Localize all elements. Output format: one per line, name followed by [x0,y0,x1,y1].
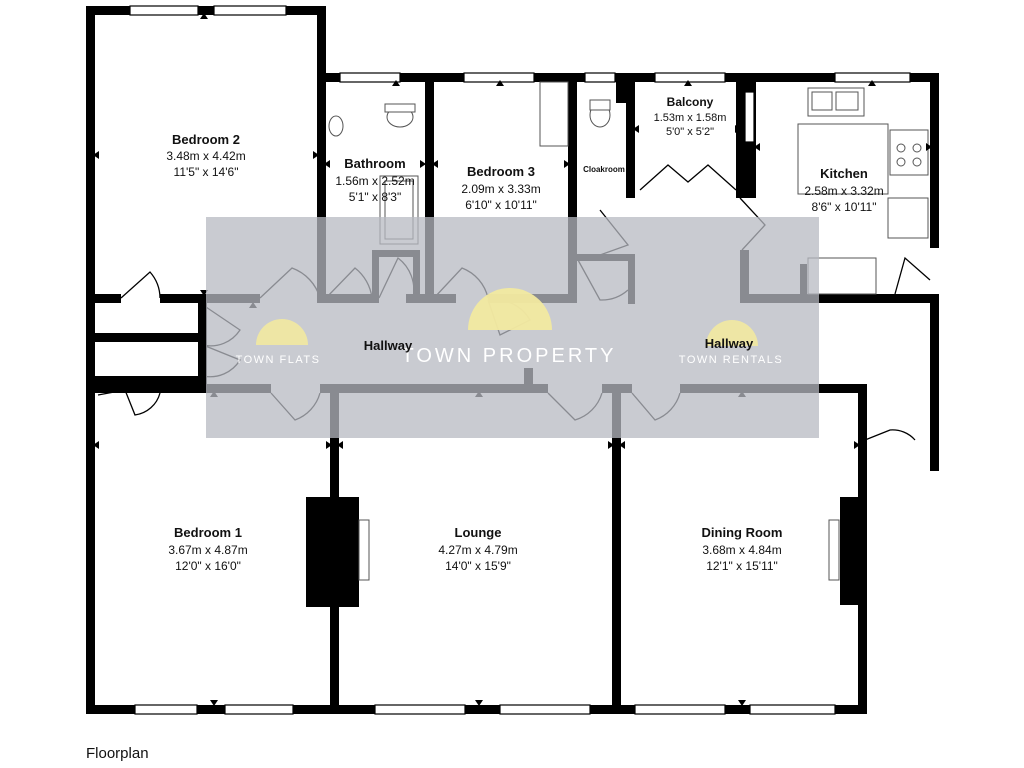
watermark-main-text: TOWN PROPERTY [402,345,617,367]
watermark-left-text: TOWN FLATS [236,354,321,366]
room-imperial-bedroom-1: 12'0" x 16'0" [175,559,241,573]
room-metric-bedroom-3: 2.09m x 3.33m [461,182,540,196]
room-name-bedroom-1: Bedroom 1 [174,525,242,540]
room-labels: Bedroom 2 3.48m x 4.42m 11'5" x 14'6" Ba… [166,95,883,573]
room-name-bathroom: Bathroom [344,156,405,171]
room-name-hallway-right: Hallway [705,336,754,351]
room-name-kitchen: Kitchen [820,166,868,181]
room-metric-kitchen: 2.58m x 3.32m [804,184,883,198]
watermark: TOWN PROPERTY TOWN FLATS TOWN RENTALS [206,217,819,438]
room-imperial-bedroom-2: 11'5" x 14'6" [174,165,239,179]
room-name-lounge: Lounge [455,525,502,540]
windows [129,5,911,715]
watermark-right-text: TOWN RENTALS [679,354,783,366]
floorplan-caption: Floorplan [86,745,149,762]
room-imperial-bathroom: 5'1" x 8'3" [349,190,401,204]
room-name-bedroom-3: Bedroom 3 [467,164,535,179]
room-metric-bathroom: 1.56m x 2.52m [335,174,414,188]
dimension-arrows [93,13,932,706]
room-metric-lounge: 4.27m x 4.79m [438,543,517,557]
room-metric-bedroom-2: 3.48m x 4.42m [166,149,245,163]
room-metric-dining-room: 3.68m x 4.84m [702,543,781,557]
room-imperial-lounge: 14'0" x 15'9" [445,559,511,573]
room-metric-bedroom-1: 3.67m x 4.87m [168,543,247,557]
room-metric-balcony: 1.53m x 1.58m [654,112,727,124]
sun-logo-left [256,319,308,345]
room-name-balcony: Balcony [667,95,714,109]
room-imperial-bedroom-3: 6'10" x 10'11" [465,198,537,212]
sun-logo-center [468,288,552,330]
room-imperial-balcony: 5'0" x 5'2" [666,126,714,138]
sun-logo-right [706,320,758,346]
room-name-hallway-left: Hallway [364,338,413,353]
room-name-dining-room: Dining Room [702,525,783,540]
fixtures [328,81,929,581]
room-name-cloakroom: Cloakroom [583,165,625,174]
room-name-bedroom-2: Bedroom 2 [172,132,240,147]
room-imperial-kitchen: 8'6" x 10'11" [812,200,877,214]
room-imperial-dining-room: 12'1" x 15'11" [706,559,778,573]
